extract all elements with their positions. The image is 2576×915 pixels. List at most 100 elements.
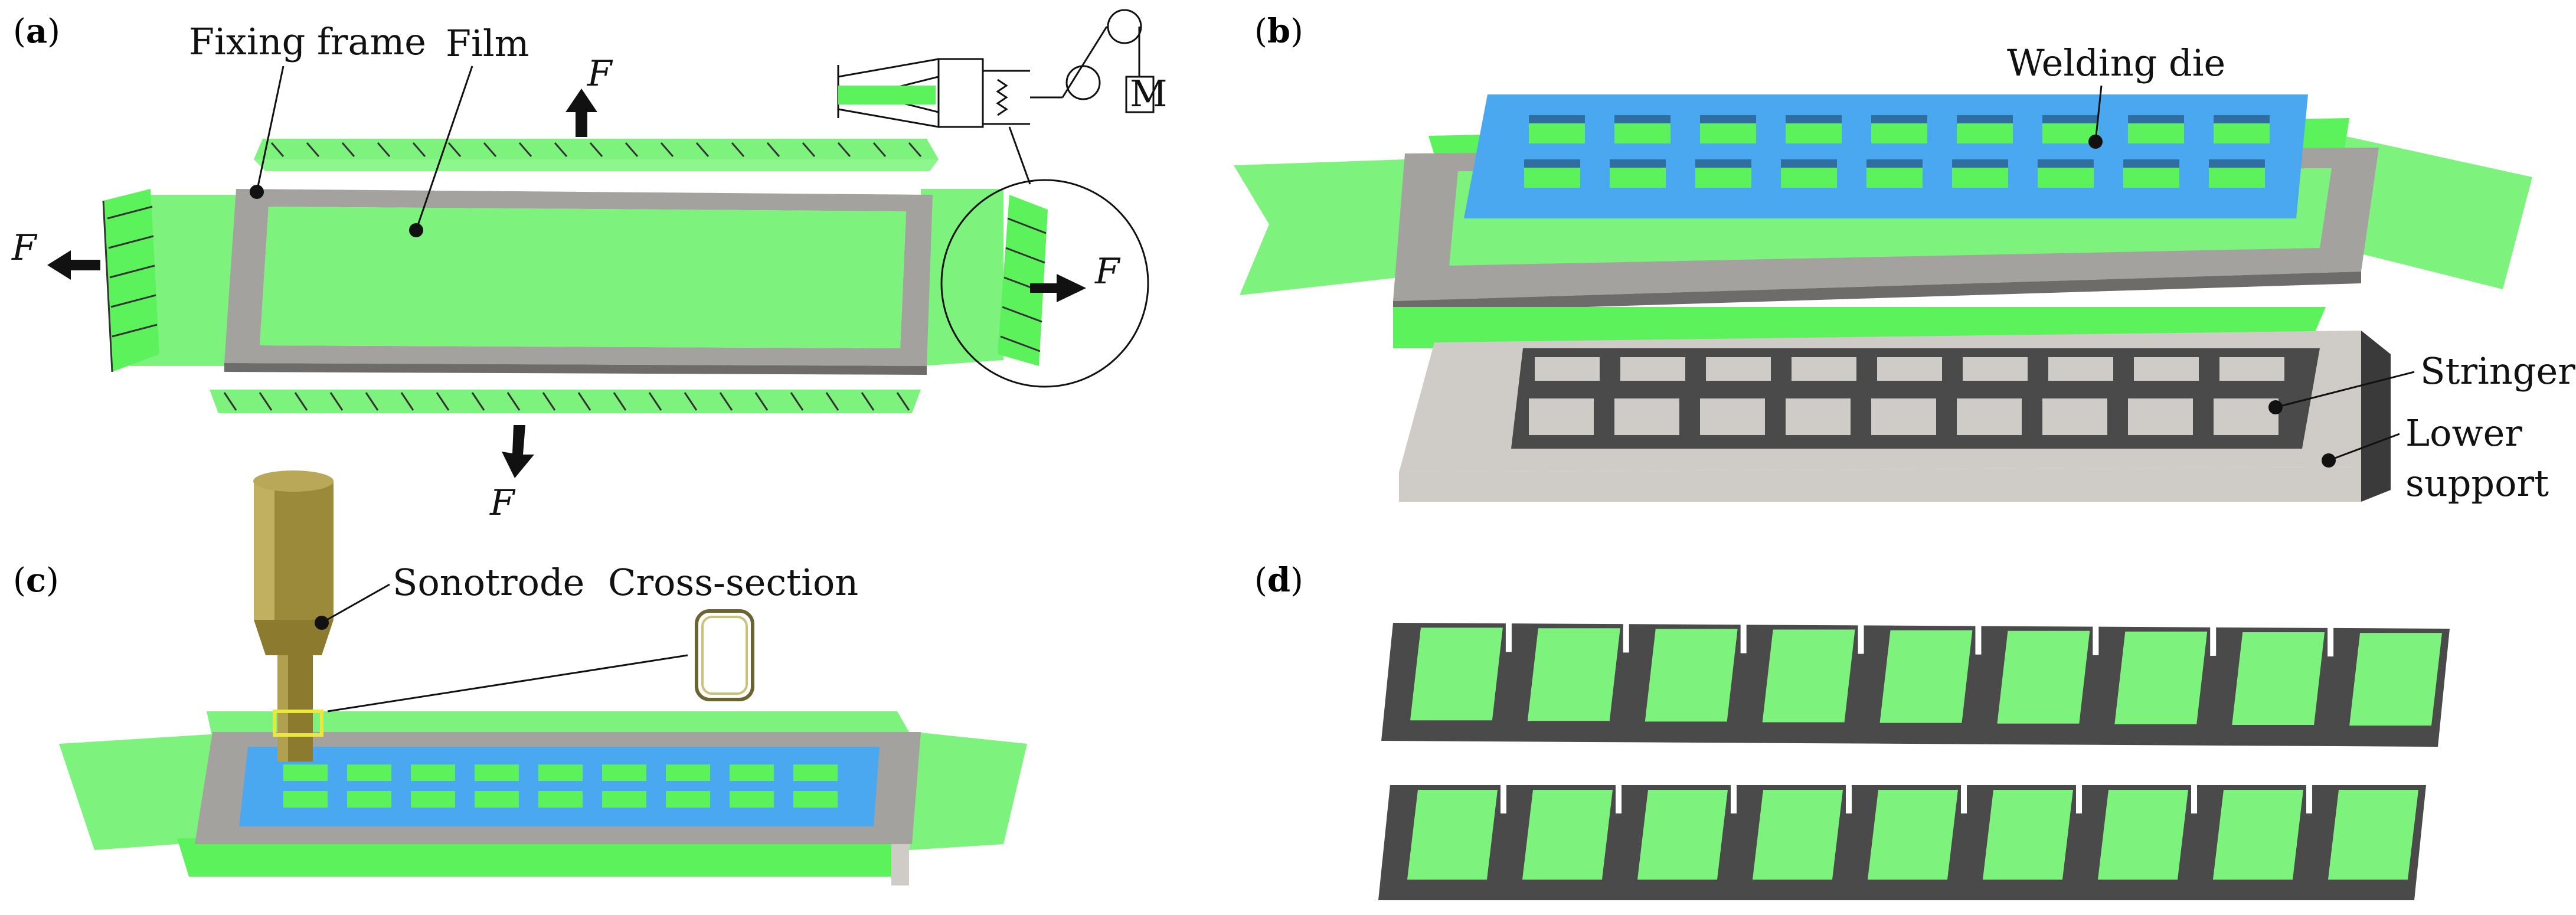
die-window-edge bbox=[1614, 115, 1671, 123]
die-window-c bbox=[793, 791, 838, 808]
die-window-c bbox=[730, 791, 774, 808]
panel-c: (c) Sonotrode Cross-section bbox=[13, 470, 1027, 885]
die-window-edge bbox=[2038, 159, 2094, 168]
stringer-cells bbox=[1529, 357, 2284, 435]
die-window-edge bbox=[1529, 115, 1585, 123]
pulley-bottom-icon bbox=[1065, 65, 1101, 100]
die-window-edge bbox=[1781, 159, 1837, 168]
label-film: Film bbox=[446, 22, 529, 65]
stringer-slot bbox=[1858, 624, 1864, 654]
stringer-cell bbox=[2134, 357, 2199, 381]
stringer-cell-film bbox=[2349, 633, 2442, 726]
force-label-right: F bbox=[1094, 251, 1121, 292]
detail-circle bbox=[940, 179, 1149, 388]
panel-d: (d) bbox=[1254, 561, 2450, 900]
stringer-slot bbox=[1501, 784, 1506, 813]
stringer-cell bbox=[1957, 398, 2022, 435]
label-cross-section: Cross-section bbox=[608, 561, 858, 604]
stringer-slot bbox=[1731, 784, 1737, 813]
welding-die-holes-c bbox=[283, 764, 838, 808]
die-window-edge bbox=[2214, 115, 2270, 123]
welded-stringer-2 bbox=[1378, 784, 2426, 900]
stringer-cell-film bbox=[2328, 790, 2418, 880]
stringer-cell bbox=[2219, 357, 2284, 381]
die-window-edge bbox=[1695, 159, 1751, 168]
stringer-slot bbox=[2076, 784, 2082, 813]
stringer-cell bbox=[1792, 357, 1856, 381]
stringer-cell-film bbox=[1645, 629, 1738, 722]
stringer-cell-film bbox=[2098, 790, 2188, 880]
die-window-c bbox=[538, 791, 583, 808]
stringer-cell-film bbox=[1997, 630, 2090, 724]
force-label-bottom: F bbox=[489, 482, 516, 524]
stringer-cell bbox=[1700, 398, 1765, 435]
die-window-c bbox=[475, 764, 519, 781]
die-window-c bbox=[538, 764, 583, 781]
label-lower-support-2: support bbox=[2405, 462, 2549, 505]
stringer-slot bbox=[2327, 627, 2334, 657]
cross-section-icon bbox=[695, 609, 754, 701]
die-window-c bbox=[283, 791, 328, 808]
label-welding-die: Welding die bbox=[2007, 41, 2225, 84]
force-arrow-down bbox=[502, 425, 534, 478]
die-window-c bbox=[730, 764, 774, 781]
stringer-cell bbox=[1529, 398, 1594, 435]
film-strip-bottom bbox=[210, 390, 921, 413]
die-window-c bbox=[475, 791, 519, 808]
clamp-left bbox=[103, 189, 159, 372]
die-window-c bbox=[411, 791, 455, 808]
force-arrow-left bbox=[47, 250, 100, 280]
panel-a-label: (a) bbox=[13, 12, 60, 51]
stringer-cell-film bbox=[1522, 790, 1613, 880]
stringer-cell-film bbox=[1879, 630, 1973, 723]
stringer-cell-film bbox=[1868, 790, 1958, 880]
stringer-cell bbox=[1535, 357, 1600, 381]
stringer-slot bbox=[1616, 784, 1622, 813]
die-window-edge bbox=[1866, 159, 1923, 168]
die-window-edge bbox=[1957, 115, 2013, 123]
die-window-edge bbox=[1610, 159, 1666, 168]
die-window-c bbox=[602, 791, 646, 808]
panel-b: (b) Welding die Stringer Lower support bbox=[1234, 12, 2575, 505]
die-window-edge bbox=[1871, 115, 1927, 123]
film-wing-right bbox=[921, 189, 1003, 366]
stringer-cell bbox=[1786, 398, 1851, 435]
clamp-right bbox=[998, 195, 1048, 366]
stringer-slot bbox=[1740, 623, 1747, 653]
stringer-slot bbox=[2093, 625, 2099, 655]
stringer-cell-film bbox=[2213, 790, 2303, 880]
stringer-cell bbox=[2214, 398, 2278, 435]
clamp-mechanism-inset: M bbox=[837, 9, 1167, 185]
film-wing-left-b bbox=[1234, 159, 1405, 295]
die-window-c bbox=[666, 791, 710, 808]
stringer-cell bbox=[2042, 398, 2107, 435]
die-window-c bbox=[411, 764, 455, 781]
stringer-cell bbox=[1963, 357, 2028, 381]
stringer-cell bbox=[2048, 357, 2113, 381]
die-window-c bbox=[283, 764, 328, 781]
force-arrow-right bbox=[1030, 274, 1086, 302]
panel-c-label: (c) bbox=[13, 561, 59, 600]
welding-die bbox=[1464, 94, 2308, 218]
stringer-cell-film bbox=[1753, 790, 1843, 880]
label-stringer: Stringer bbox=[2420, 349, 2575, 393]
welding-die-holes bbox=[1524, 115, 2270, 188]
die-window-c bbox=[793, 764, 838, 781]
stringer-cell bbox=[1614, 398, 1679, 435]
film bbox=[260, 207, 906, 348]
motor-label: M bbox=[1130, 72, 1167, 115]
panel-b-label: (b) bbox=[1254, 12, 1303, 51]
die-window-edge bbox=[2128, 115, 2184, 123]
inset-film bbox=[838, 86, 936, 104]
film-wing-left bbox=[130, 195, 248, 366]
stringer-slot bbox=[1975, 625, 1982, 655]
stringer-slot bbox=[1623, 623, 1629, 653]
film-wing-right-c bbox=[909, 732, 1027, 850]
die-window-c bbox=[602, 764, 646, 781]
film-wing-right-b bbox=[2338, 136, 2532, 289]
force-label-left: F bbox=[11, 227, 38, 269]
panel-d-label: (d) bbox=[1254, 561, 1303, 600]
stringer-slot bbox=[2210, 626, 2217, 656]
stringer-slot bbox=[2191, 784, 2197, 813]
welded-stringer-1 bbox=[1381, 622, 2450, 747]
